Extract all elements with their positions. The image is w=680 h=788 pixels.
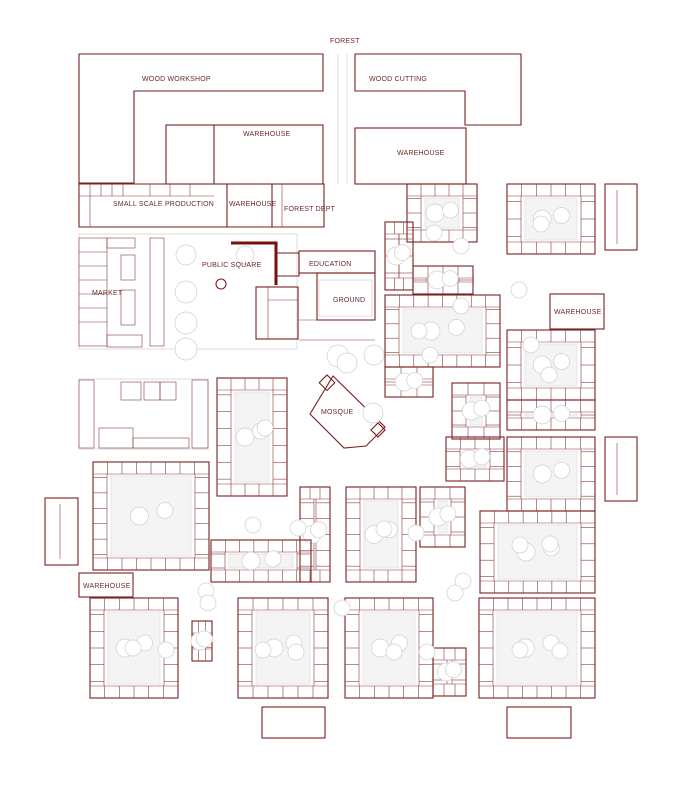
label-forest: FOREST xyxy=(330,38,360,45)
tree xyxy=(310,521,327,539)
tree xyxy=(407,524,425,542)
tree xyxy=(511,536,529,554)
housing-cluster xyxy=(216,377,288,497)
tree xyxy=(540,366,558,384)
tree xyxy=(511,641,529,659)
tree xyxy=(522,336,540,354)
label-warehouse-mid: WAREHOUSE xyxy=(229,201,277,208)
label-forest-dept: FOREST DEPT xyxy=(284,206,336,213)
tree xyxy=(156,502,174,519)
tree xyxy=(199,594,217,612)
tree xyxy=(241,551,261,571)
label-small-scale-production: SMALL SCALE PRODUCTION xyxy=(113,201,214,208)
tree xyxy=(256,419,274,437)
label-mosque: MOSQUE xyxy=(321,409,353,416)
tree xyxy=(406,372,424,389)
tree xyxy=(473,399,491,417)
label-wood-cutting: WOOD CUTTING xyxy=(369,76,427,83)
tree xyxy=(375,520,393,538)
tree xyxy=(445,661,462,678)
plan-labels: FOREST WOOD WORKSHOP WOOD CUTTING WAREHO… xyxy=(83,38,602,590)
label-warehouse-east: WAREHOUSE xyxy=(554,309,602,316)
tree xyxy=(447,319,465,336)
tree xyxy=(452,237,470,255)
housing-cluster-courtyard xyxy=(110,475,192,557)
tree xyxy=(244,516,262,534)
tree xyxy=(394,244,411,261)
housing-cluster xyxy=(210,539,312,583)
tree xyxy=(473,448,491,466)
tree xyxy=(235,427,255,447)
housing-clusters xyxy=(89,183,596,699)
label-warehouse-right-top: WAREHOUSE xyxy=(397,150,445,157)
tree xyxy=(510,281,528,299)
west-workshops xyxy=(78,378,209,450)
tree xyxy=(333,599,351,617)
label-ground: GROUND xyxy=(333,297,365,304)
tree xyxy=(553,207,570,224)
housing-cluster-courtyard xyxy=(497,524,578,580)
tree xyxy=(532,405,552,425)
tree xyxy=(454,572,472,590)
tree xyxy=(410,322,428,340)
housing-cluster-courtyard xyxy=(228,553,294,569)
tree xyxy=(452,297,470,315)
tree xyxy=(421,346,439,364)
education-area xyxy=(276,250,385,368)
tree xyxy=(446,584,464,602)
tree xyxy=(441,270,459,287)
label-public-square: PUBLIC SQUARE xyxy=(202,262,262,269)
tree xyxy=(551,642,569,660)
tree xyxy=(130,506,149,526)
tree xyxy=(289,519,307,537)
tree xyxy=(532,464,552,484)
tree xyxy=(442,201,459,219)
tree xyxy=(254,641,272,659)
tree xyxy=(196,630,213,648)
tree xyxy=(532,215,550,233)
label-warehouse-west: WAREHOUSE xyxy=(83,583,131,590)
tree xyxy=(264,550,282,568)
tree xyxy=(124,639,142,657)
tree xyxy=(385,643,403,661)
tree xyxy=(553,405,570,422)
tree xyxy=(425,224,443,242)
tree xyxy=(439,505,457,523)
tree xyxy=(541,535,559,553)
tree xyxy=(425,203,445,223)
tree xyxy=(157,641,175,659)
tree xyxy=(287,643,305,661)
tree xyxy=(553,461,570,479)
tree xyxy=(418,643,436,661)
mosque xyxy=(309,352,386,449)
label-market: MARKET xyxy=(92,290,123,297)
label-warehouse-top: WAREHOUSE xyxy=(243,131,291,138)
label-wood-workshop: WOOD WORKSHOP xyxy=(142,76,211,83)
label-education: EDUCATION xyxy=(309,261,352,268)
market-area xyxy=(78,233,299,361)
east-structures xyxy=(44,183,638,739)
housing-cluster xyxy=(432,647,467,697)
tree xyxy=(553,353,570,370)
